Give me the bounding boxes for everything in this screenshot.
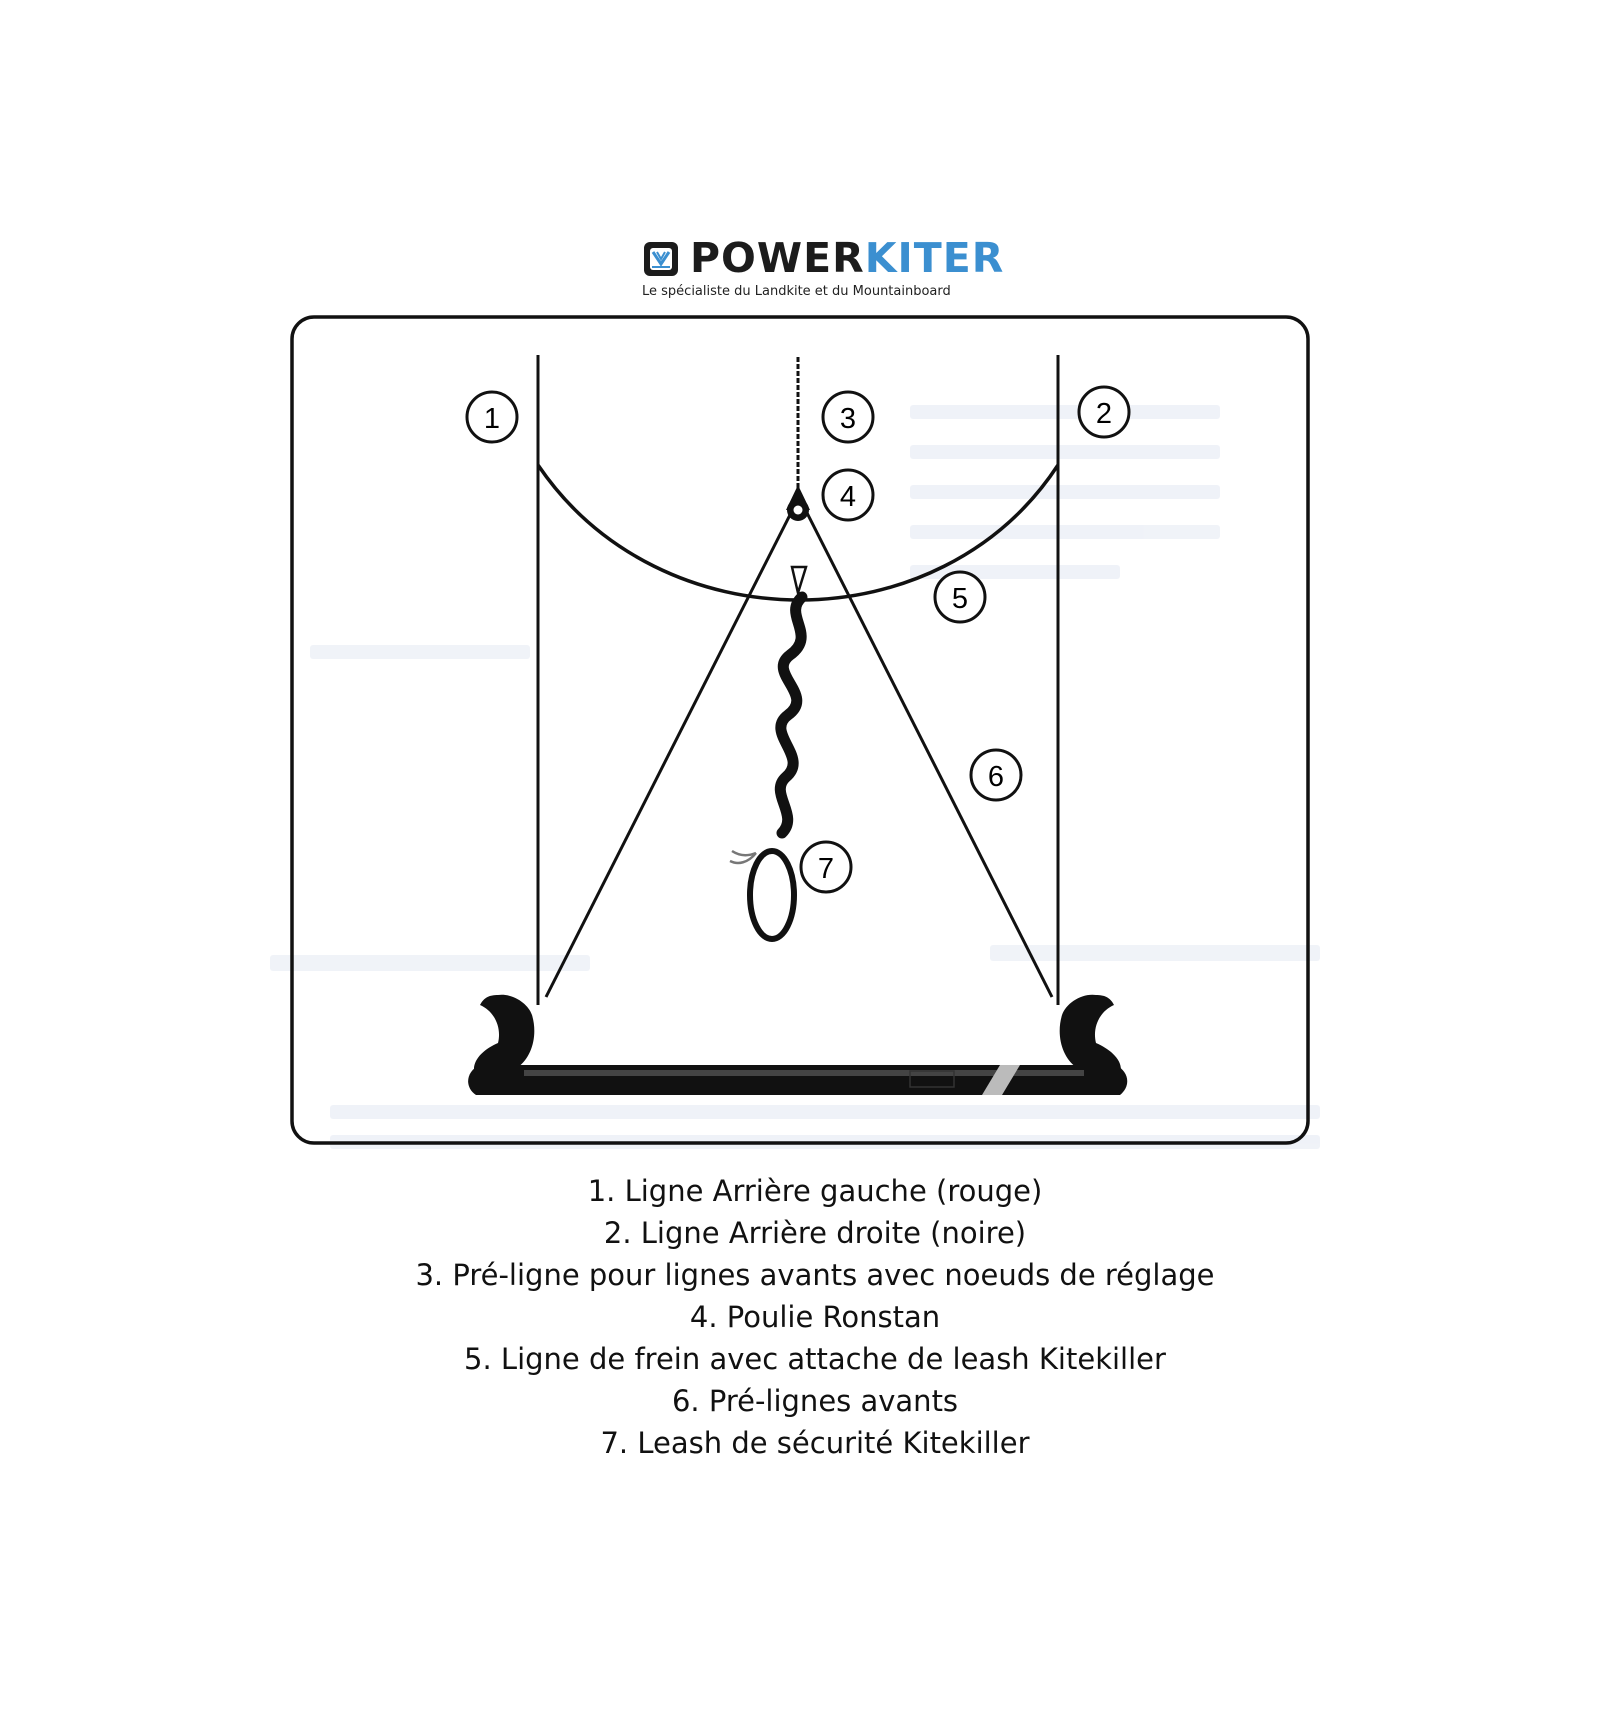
diagram-frame bbox=[290, 315, 1310, 1145]
callout-5-label: 5 bbox=[952, 583, 968, 615]
callout-7: 7 bbox=[799, 840, 853, 894]
callout-4: 4 bbox=[821, 468, 875, 522]
legend-item-1: 1. Ligne Arrière gauche (rouge) bbox=[587, 1174, 1043, 1208]
legend-item-2: 2. Ligne Arrière droite (noire) bbox=[603, 1216, 1027, 1250]
brand-name-part2: KITER bbox=[864, 234, 1005, 282]
legend-item-3: 3. Pré-ligne pour lignes avants avec noe… bbox=[415, 1258, 1215, 1292]
front-pre-line-right bbox=[800, 502, 1054, 998]
diagram-legend: 1. Ligne Arrière gauche (rouge) 2. Ligne… bbox=[300, 1170, 1330, 1464]
brand-wordmark: POWERKITER bbox=[690, 232, 1004, 284]
callout-1-label: 1 bbox=[484, 403, 500, 435]
legend-item-4: 4. Poulie Ronstan bbox=[689, 1300, 941, 1334]
callout-4-label: 4 bbox=[840, 481, 856, 513]
front-pre-line-left bbox=[544, 502, 798, 998]
kitekiller-leash bbox=[729, 565, 808, 942]
brand-tagline: Le spécialiste du Landkite et du Mountai… bbox=[642, 284, 951, 299]
ronstan-pulley bbox=[786, 485, 810, 521]
callout-3: 3 bbox=[821, 390, 875, 444]
legend-item-6: 6. Pré-lignes avants bbox=[671, 1384, 959, 1418]
callout-6-label: 6 bbox=[988, 761, 1004, 793]
kite-logo-icon bbox=[644, 242, 678, 276]
kite-bar-diagram: 1 2 3 4 5 6 7 bbox=[270, 315, 1320, 1149]
callout-3-label: 3 bbox=[840, 403, 856, 435]
control-bar bbox=[468, 994, 1128, 1095]
legend-item-5: 5. Ligne de frein avec attache de leash … bbox=[464, 1342, 1166, 1376]
callout-7-label: 7 bbox=[818, 853, 834, 885]
legend-item-7: 7. Leash de sécurité Kitekiller bbox=[600, 1426, 1030, 1460]
callout-6: 6 bbox=[969, 748, 1023, 802]
callout-2-label: 2 bbox=[1096, 398, 1112, 430]
callout-2: 2 bbox=[1077, 385, 1131, 439]
callout-5: 5 bbox=[933, 570, 987, 624]
powerkiter-logo: POWERKITER Le spécialiste du Landkite et… bbox=[642, 234, 1003, 304]
callout-1: 1 bbox=[465, 390, 519, 444]
brand-name-part1: POWER bbox=[690, 234, 865, 282]
